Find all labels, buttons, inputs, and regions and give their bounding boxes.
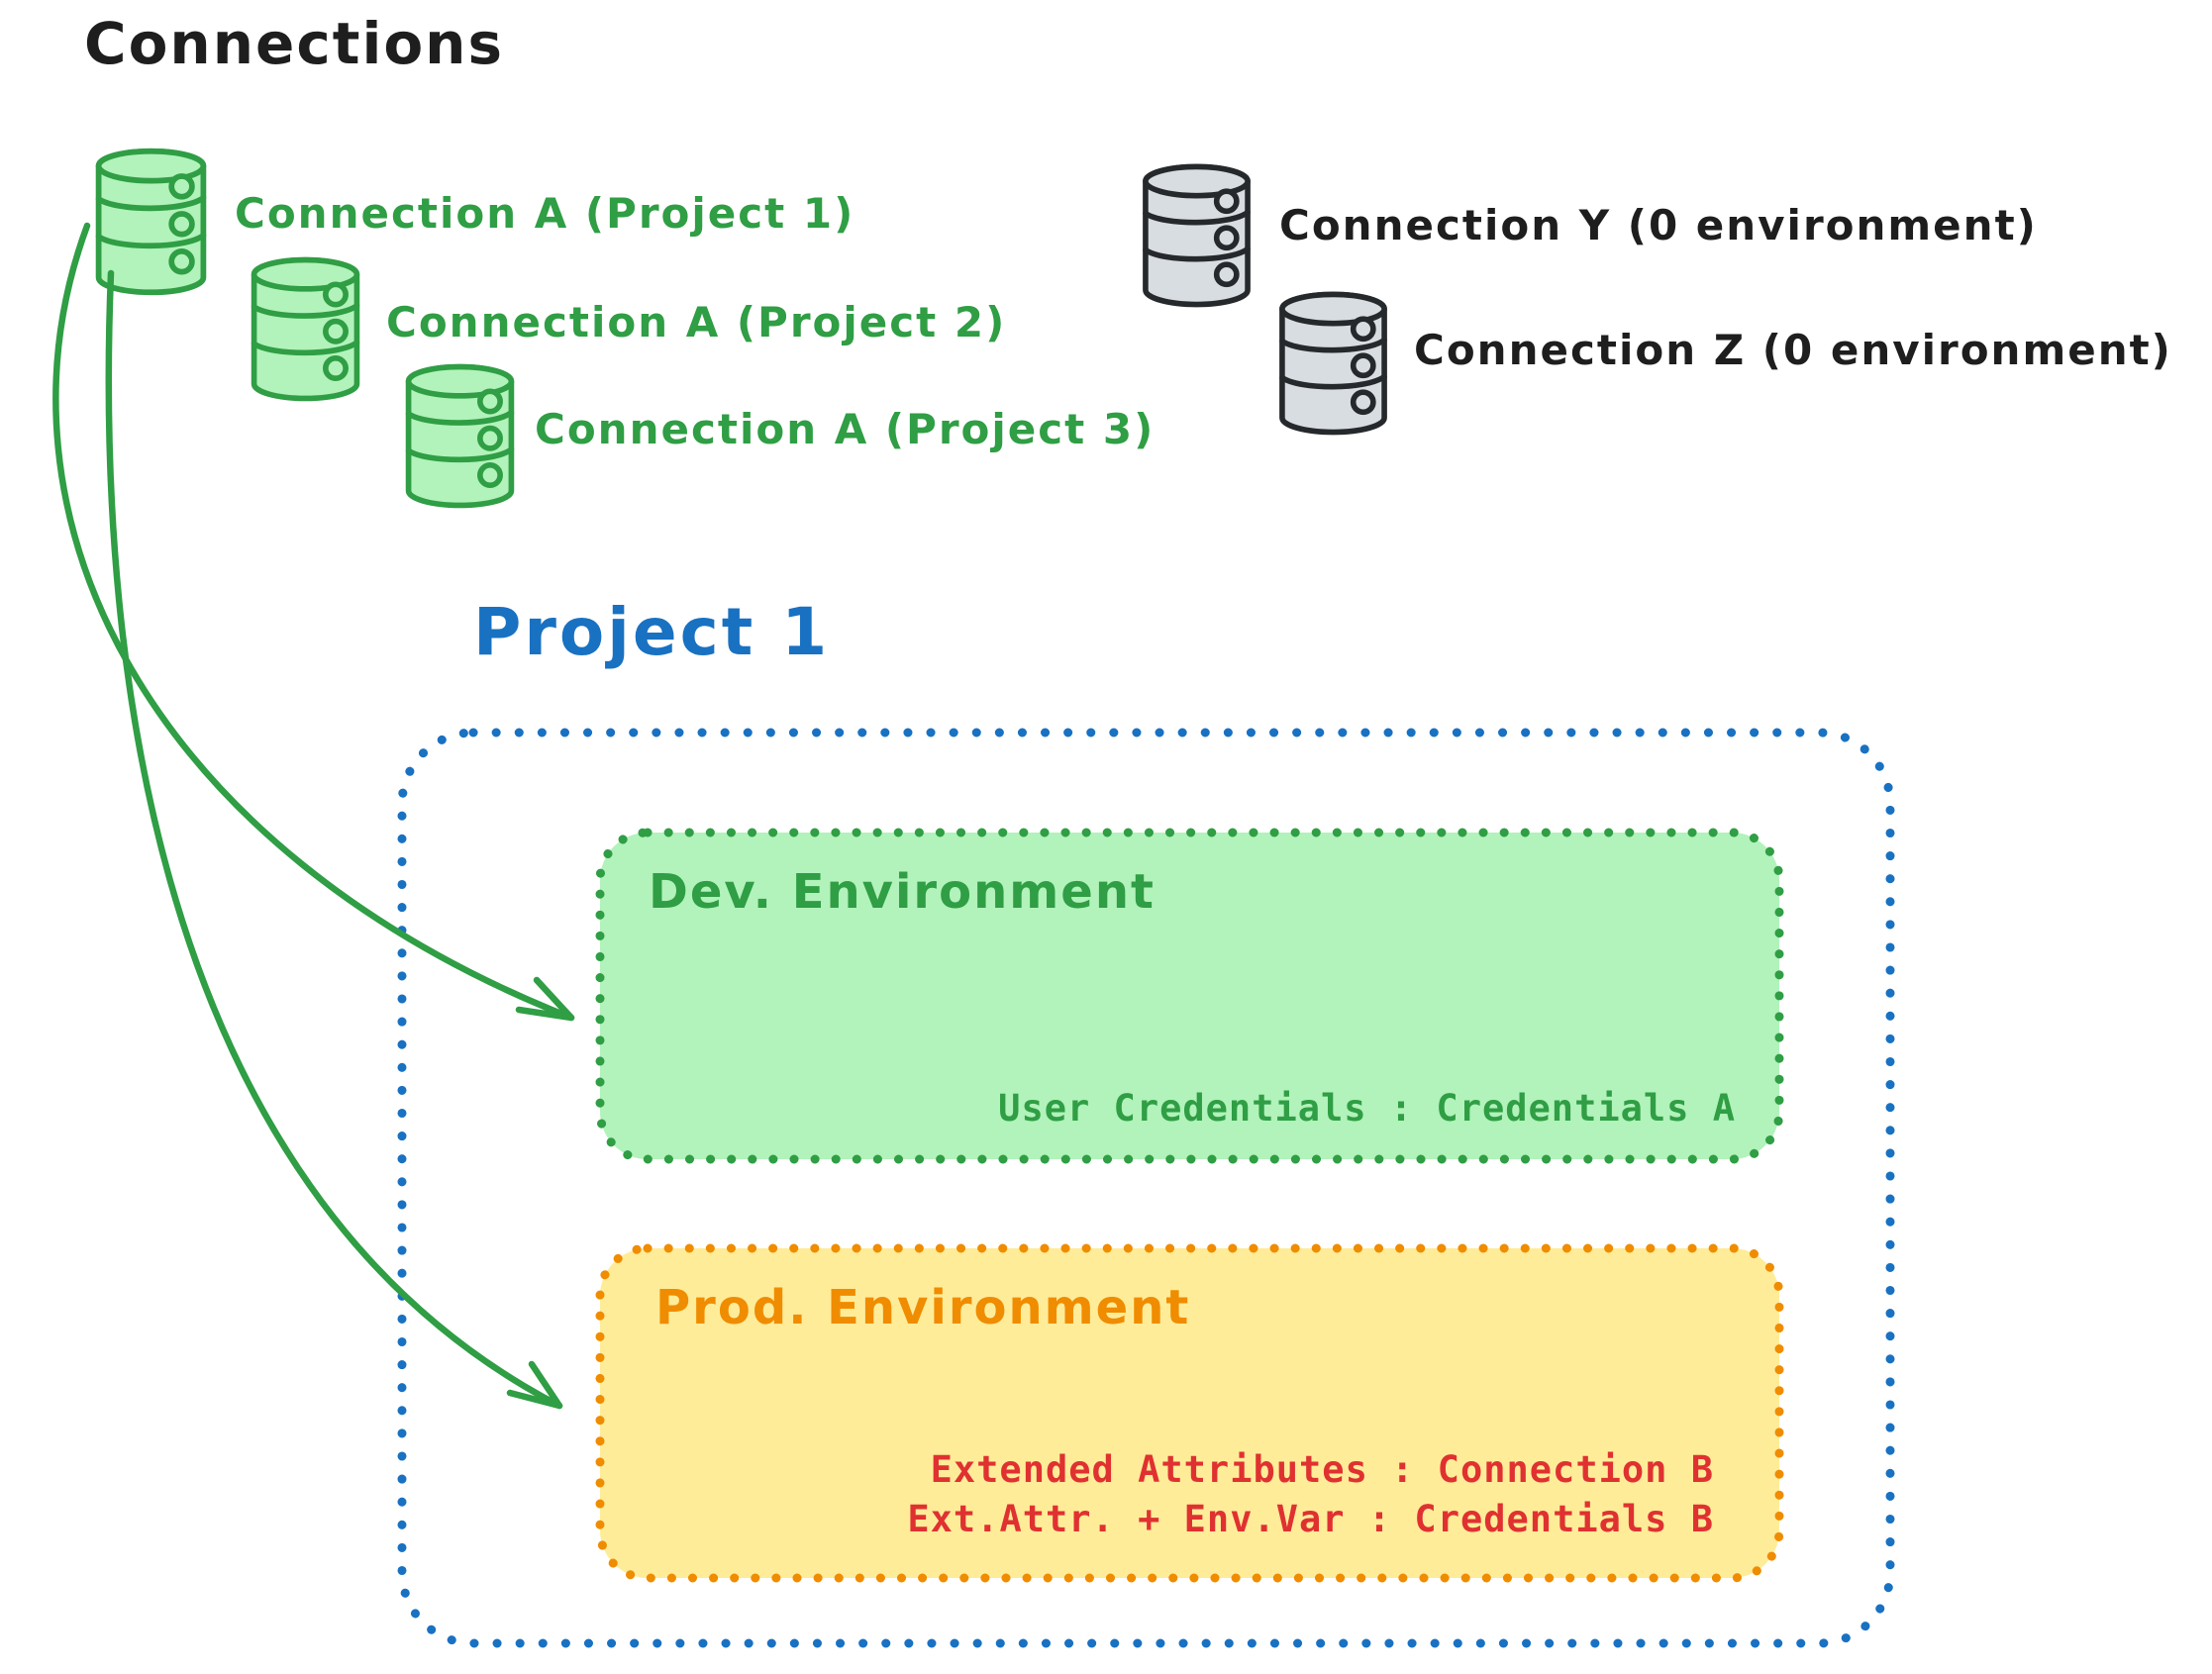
dev-environment-fill xyxy=(595,828,1784,1164)
connection-label: Connection A (Project 2) xyxy=(386,298,1007,346)
prod-environment-title: Prod. Environment xyxy=(655,1280,1191,1335)
project-title: Project 1 xyxy=(473,594,831,670)
connection-label: Connection A (Project 3) xyxy=(535,405,1156,453)
prod-mapping-line: Ext.Attr. + Env.Var : Credentials B xyxy=(907,1498,1714,1540)
connection-label: Connection Y (0 environment) xyxy=(1279,201,2038,249)
connection-label: Connection Z (0 environment) xyxy=(1414,326,2172,374)
prod-credential-mappings: Extended Attributes : Connection B Ext.A… xyxy=(907,1445,1714,1544)
connection-label: Connection A (Project 1) xyxy=(235,189,855,238)
database-icon xyxy=(403,362,517,510)
project-container: Dev. Environment User Credentials : Cred… xyxy=(396,727,1896,1649)
database-icon xyxy=(94,147,208,297)
database-icon xyxy=(1277,290,1389,437)
dev-credential-mapping: User Credentials : Credentials A xyxy=(998,1087,1736,1130)
database-icon xyxy=(1141,162,1253,309)
prod-environment-fill xyxy=(595,1243,1784,1583)
prod-environment-box: Prod. Environment Extended Attributes : … xyxy=(594,1242,1785,1584)
dev-environment-box: Dev. Environment User Credentials : Cred… xyxy=(594,827,1785,1165)
database-icon xyxy=(250,255,361,403)
page-title: Connections xyxy=(84,10,504,77)
prod-mapping-line: Extended Attributes : Connection B xyxy=(930,1448,1714,1491)
dev-environment-title: Dev. Environment xyxy=(649,864,1156,920)
